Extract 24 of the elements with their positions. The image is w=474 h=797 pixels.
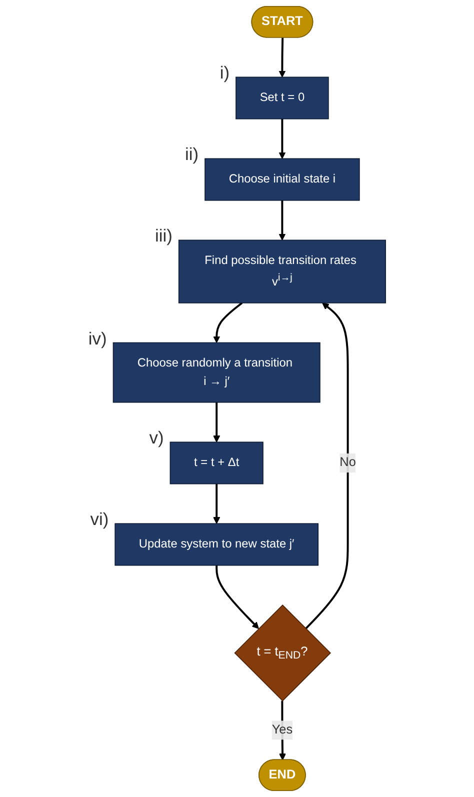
arrow — [213, 302, 243, 344]
node-box — [112, 342, 320, 403]
edge-label: No — [340, 456, 356, 470]
arrow — [279, 700, 286, 760]
node-box — [114, 523, 319, 566]
step-number: vi) — [90, 509, 109, 530]
arrow — [278, 38, 286, 78]
arrow — [278, 118, 286, 159]
node-diamond — [234, 604, 332, 702]
node-box — [204, 158, 360, 201]
arrow — [213, 484, 220, 524]
node-box — [178, 240, 386, 304]
edge-label: Yes — [272, 723, 293, 737]
step-number: iv) — [88, 328, 107, 348]
step-number: iii) — [155, 226, 172, 246]
step-number: v) — [149, 428, 164, 448]
arrow — [213, 402, 220, 442]
node-box — [170, 442, 264, 484]
step-number: i) — [220, 62, 230, 83]
step-number: ii) — [185, 144, 199, 164]
arrow — [216, 565, 259, 629]
arrow — [305, 302, 349, 630]
node-box — [236, 76, 329, 120]
arrow — [278, 200, 286, 240]
